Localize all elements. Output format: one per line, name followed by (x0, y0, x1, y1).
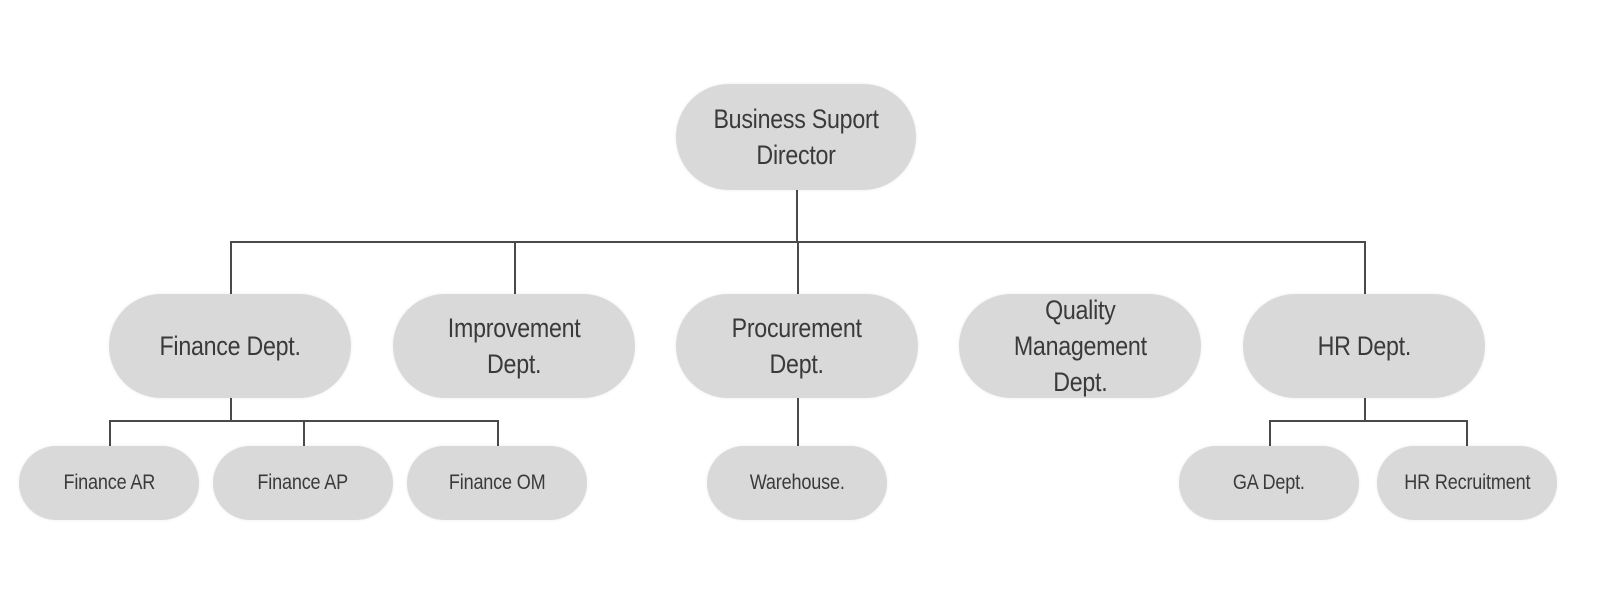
node-label: Finance AP (257, 471, 349, 494)
connector-to-procurement (797, 241, 799, 294)
node-label: Finance Dept. (159, 331, 301, 361)
connector-to-hr (1364, 241, 1366, 294)
node-label: Procurement Dept. (731, 313, 863, 379)
node-finance-om: Finance OM (407, 446, 587, 520)
connector-to-ga (1269, 420, 1271, 446)
connector-to-finance-ar (109, 420, 111, 446)
node-warehouse: Warehouse. (707, 446, 887, 520)
connector-hr-down (1364, 398, 1366, 421)
node-hr-recruitment: HR Recruitment (1377, 446, 1557, 520)
node-label: Business Suport Director (713, 104, 879, 170)
node-finance-dept: Finance Dept. (109, 294, 351, 398)
node-label: Finance OM (448, 471, 546, 494)
connector-hr-bus (1269, 420, 1467, 422)
node-label: Finance AR (63, 471, 155, 494)
node-label: Improvement Dept. (447, 313, 581, 379)
connector-to-hr-recruitment (1466, 420, 1468, 446)
connector-to-warehouse (797, 398, 799, 446)
node-quality-management-dept: Quality Management Dept. (959, 294, 1201, 398)
connector-finance-down (230, 398, 232, 421)
node-label: HR Dept. (1317, 331, 1411, 361)
node-finance-ap: Finance AP (213, 446, 393, 520)
node-hr-dept: HR Dept. (1243, 294, 1485, 398)
connector-to-finance (230, 241, 232, 294)
node-finance-ar: Finance AR (19, 446, 199, 520)
connector-root-down (796, 190, 798, 242)
node-label: GA Dept. (1233, 471, 1305, 494)
connector-to-improvement (514, 241, 516, 294)
node-procurement-dept: Procurement Dept. (676, 294, 918, 398)
node-ga-dept: GA Dept. (1179, 446, 1359, 520)
node-label: Quality Management Dept. (1013, 295, 1147, 397)
connector-to-finance-ap (303, 420, 305, 446)
node-label: HR Recruitment (1403, 471, 1531, 494)
connector-to-finance-om (497, 420, 499, 446)
node-label: Warehouse. (749, 471, 845, 494)
node-improvement-dept: Improvement Dept. (393, 294, 635, 398)
node-business-support-director: Business Suport Director (676, 84, 916, 190)
